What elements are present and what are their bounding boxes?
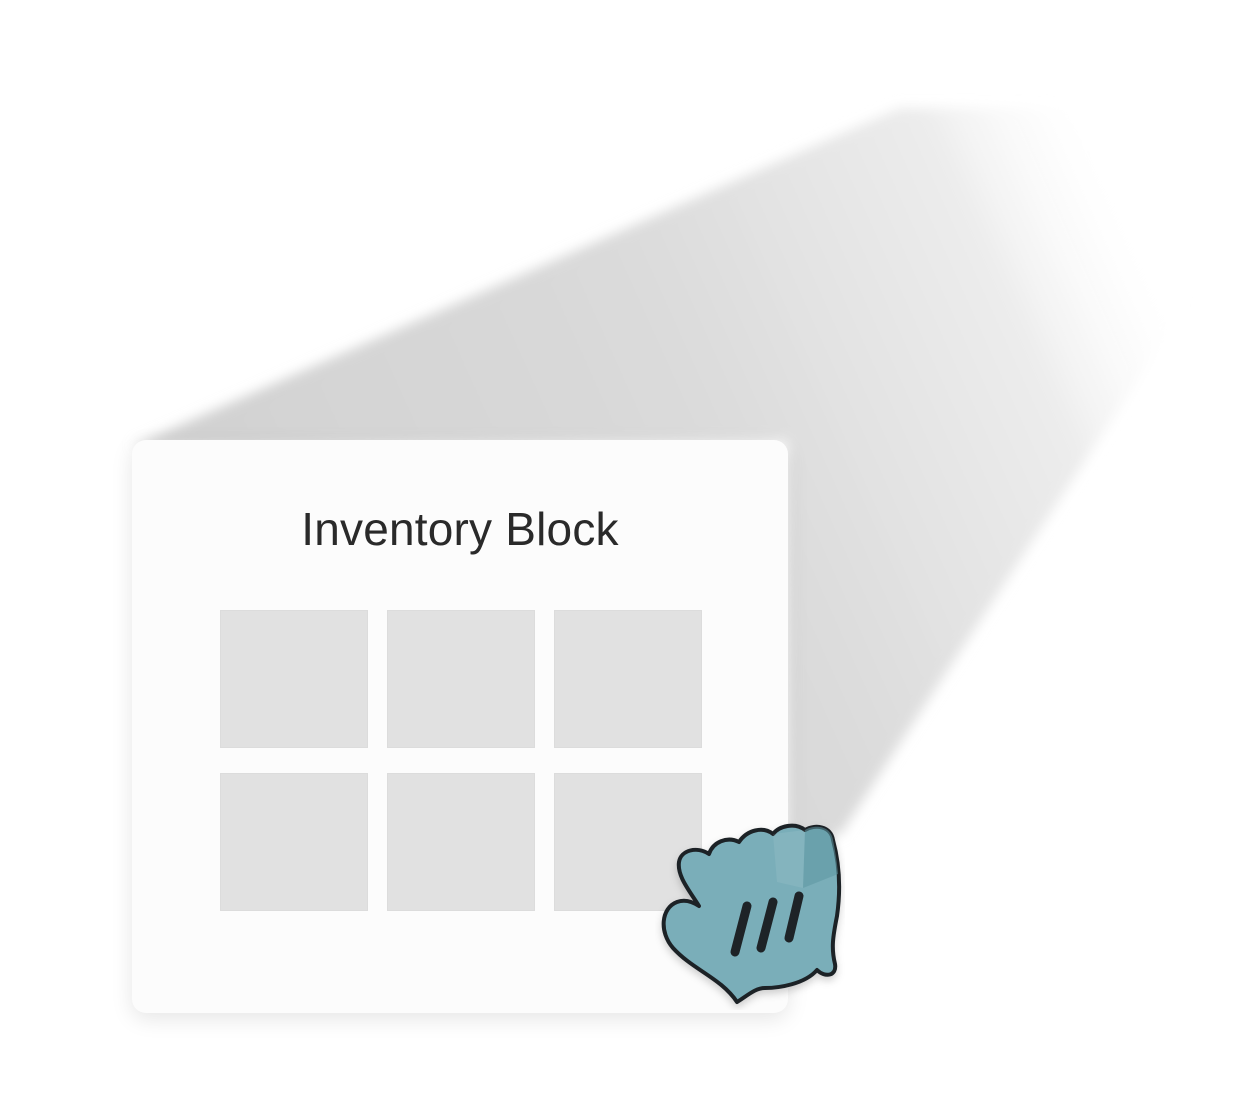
inventory-block-title: Inventory Block	[301, 503, 619, 555]
inventory-slot-grid	[220, 610, 702, 911]
inventory-block-card[interactable]: Inventory Block	[132, 440, 788, 1013]
inventory-slot-5[interactable]	[387, 773, 535, 911]
inventory-slot-2[interactable]	[387, 610, 535, 748]
grab-hand-icon	[661, 823, 842, 1004]
inventory-slot-1[interactable]	[220, 610, 368, 748]
inventory-slot-4[interactable]	[220, 773, 368, 911]
inventory-slot-3[interactable]	[554, 610, 702, 748]
inventory-slot-6[interactable]	[554, 773, 702, 911]
